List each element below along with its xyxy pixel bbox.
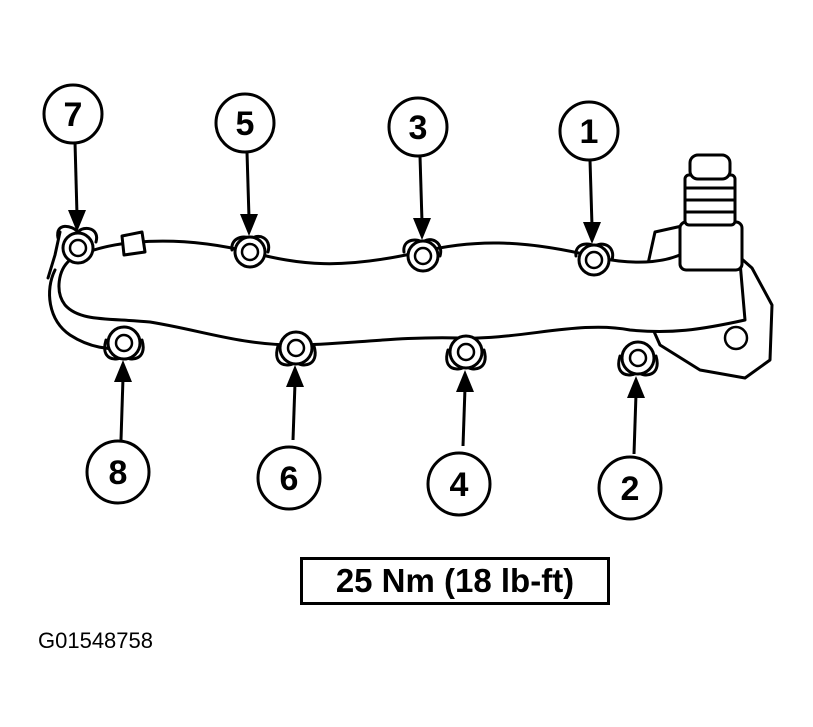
arrow-2-head xyxy=(627,376,645,398)
bolt-4-center xyxy=(456,342,476,362)
callout-7-label: 7 xyxy=(64,96,83,134)
figure-id: G01548758 xyxy=(38,628,153,653)
bolt-6-center xyxy=(286,338,306,358)
arrow-5-head xyxy=(240,214,258,236)
sensor-cap xyxy=(688,153,732,181)
bolt-5-center xyxy=(240,242,260,262)
arrow-6 xyxy=(291,382,297,441)
callout-8: 8 xyxy=(85,439,151,505)
callout-5-label: 5 xyxy=(236,105,255,143)
arrow-3-head xyxy=(413,218,431,240)
arrow-5 xyxy=(245,151,251,219)
arrow-1-head xyxy=(583,222,601,244)
flange-hole xyxy=(723,325,749,351)
arrow-3 xyxy=(418,155,424,223)
callout-3: 3 xyxy=(387,96,449,158)
callout-4-label: 4 xyxy=(450,466,469,504)
callout-6-label: 6 xyxy=(280,460,299,498)
callout-3-label: 3 xyxy=(409,109,428,147)
torque-spec-label: 25 Nm (18 lb-ft) xyxy=(300,557,610,605)
callout-2-label: 2 xyxy=(621,470,640,508)
bracket-tab xyxy=(120,230,147,257)
callout-7: 7 xyxy=(42,83,104,145)
callout-5: 5 xyxy=(214,92,276,154)
arrow-8 xyxy=(119,377,125,441)
bolt-1-center xyxy=(584,250,604,270)
callout-1: 1 xyxy=(558,100,620,162)
manifold-upper-flange xyxy=(46,230,62,280)
arrow-2 xyxy=(632,393,638,455)
arrow-6-head xyxy=(286,365,304,387)
callout-1-label: 1 xyxy=(580,113,599,151)
arrow-7 xyxy=(73,141,79,216)
arrow-4 xyxy=(461,387,467,447)
bolt-2-center xyxy=(628,348,648,368)
arrow-1 xyxy=(588,159,594,227)
arrow-7-head xyxy=(68,210,86,232)
arrow-8-head xyxy=(114,360,132,382)
bolt-8-center xyxy=(114,333,134,353)
bolt-7-center xyxy=(68,238,88,258)
outlet-collar xyxy=(678,220,744,272)
callout-6: 6 xyxy=(256,445,322,511)
callout-2: 2 xyxy=(597,455,663,521)
manifold-body xyxy=(57,239,747,347)
callout-4: 4 xyxy=(426,451,492,517)
callout-8-label: 8 xyxy=(109,454,128,492)
arrow-4-head xyxy=(456,370,474,392)
bolt-3-center xyxy=(413,246,433,266)
